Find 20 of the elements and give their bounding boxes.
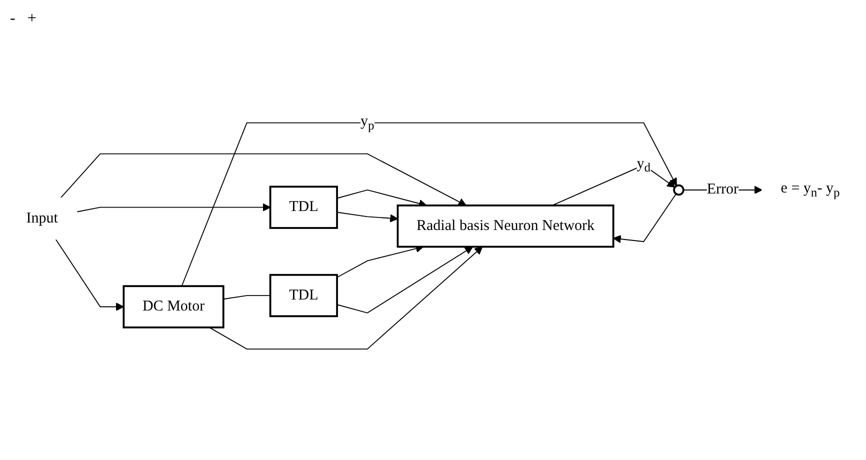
arrow [55,238,124,312]
node-box: DC Motor [122,285,224,329]
connector [222,295,271,300]
arrow [208,246,483,350]
node-text: Input [26,210,58,226]
node-text: e = y$_{n}$- y$_{p}$ [780,180,840,200]
arrow [336,212,398,223]
edge-label: y$_{p}$ [360,114,374,132]
sign-label: + [27,10,36,27]
sign-label: - [10,10,16,27]
arrow [612,194,677,244]
node-box: TDL [269,186,338,230]
arrow [336,246,474,314]
node-circle [673,184,684,196]
arrow [76,203,271,213]
edge-label: y$_{d}$ [636,156,651,175]
node-box: Radial basis Neuron Network [396,204,614,248]
edge-label: Error [706,182,739,198]
node-box: TDL [269,274,338,318]
arrow [60,154,466,206]
